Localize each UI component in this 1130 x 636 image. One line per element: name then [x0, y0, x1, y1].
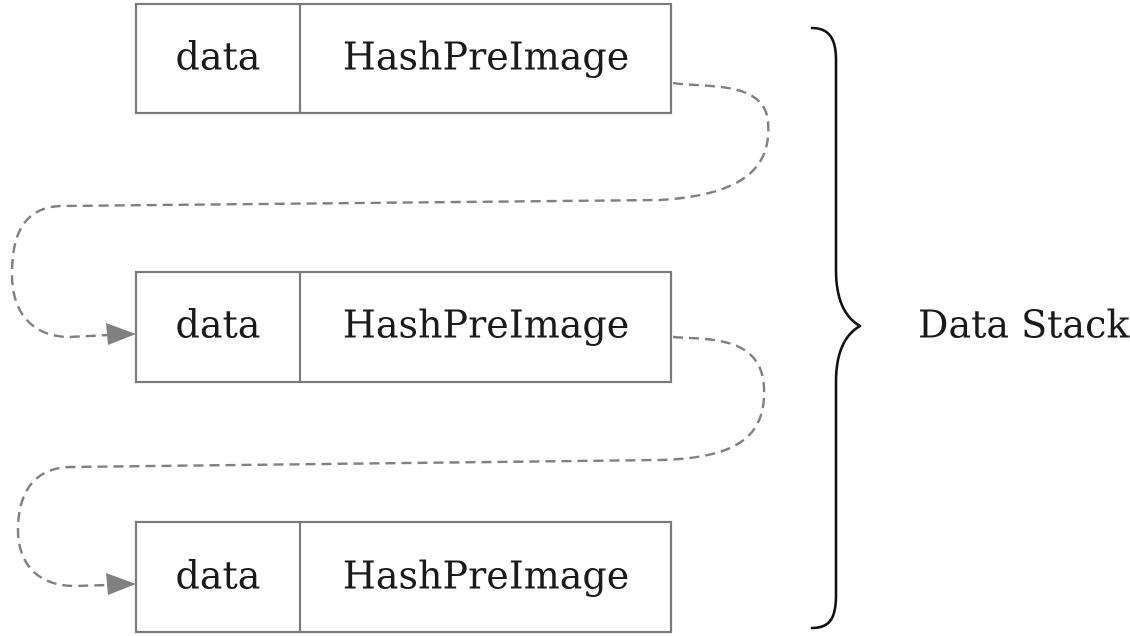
connector-2-to-3-arrowhead	[106, 573, 136, 595]
connector-2-to-3	[16, 335, 766, 588]
stack-item-1: data HashPreImage	[134, 2, 673, 115]
data-stack-label: Data Stack	[918, 303, 1130, 347]
stack-item-1-data-label: data	[176, 35, 261, 79]
stack-item-2-data-label: data	[176, 303, 261, 347]
stack-item-1-hash-label: HashPreImage	[343, 35, 630, 79]
stack-item-3: data HashPreImage	[134, 520, 673, 634]
stack-item-2-box	[134, 270, 673, 384]
stack-item-3-data-label: data	[176, 554, 261, 598]
stack-item-1-box	[134, 2, 673, 115]
connector-1-to-2-arrowhead	[106, 323, 136, 345]
stack-item-3-box	[134, 520, 673, 634]
connector-1-to-2	[10, 81, 770, 339]
stack-brace	[810, 26, 862, 630]
stack-item-2-hash-label: HashPreImage	[343, 303, 630, 347]
stack-item-3-hash-label: HashPreImage	[343, 554, 630, 598]
stack-item-2: data HashPreImage	[134, 270, 673, 384]
